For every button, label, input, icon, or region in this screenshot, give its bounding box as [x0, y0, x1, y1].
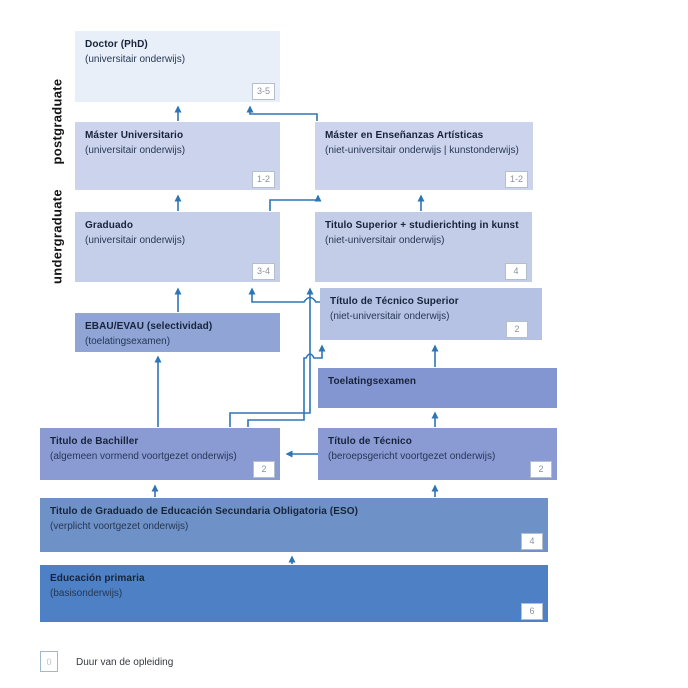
duration-badge: 1-2: [504, 171, 528, 188]
box-toelatingsexamen: Toelatingsexamen: [318, 368, 557, 408]
box-subtitle: (niet-universitair onderwijs): [325, 234, 445, 246]
arrow-bachiller-to-titulosup: [229, 287, 314, 427]
box-title: Doctor (PhD): [85, 39, 148, 50]
arrow-artisticas-to-doctor: [246, 105, 318, 121]
box-title: Toelatingsexamen: [328, 376, 417, 387]
arrow-graduado-to-artisticas: [269, 194, 322, 211]
duration-badge: 6: [521, 603, 543, 620]
box-subtitle: (universitair onderwijs): [85, 234, 186, 246]
arrow-tecnicosup-to-graduado: [248, 287, 320, 303]
duration-badge: 3-4: [251, 263, 275, 280]
box-title: Titulo de Graduado de Educación Secundar…: [50, 506, 359, 517]
box-subtitle: (toelatingsexamen): [85, 335, 171, 347]
legend-duration-label: Duur van de opleiding: [76, 657, 174, 668]
box-subtitle: (algemeen vormend voortgezet onderwijs): [50, 450, 237, 462]
box-title: Máster en Enseñanzas Artísticas: [325, 130, 484, 141]
duration-badge: 3-5: [251, 83, 275, 100]
box-ebau-evau: EBAU/EVAU (selectividad) (toelatingsexam…: [75, 313, 280, 352]
box-graduado: Graduado (universitair onderwijs) 3-4: [75, 212, 280, 282]
duration-badge: 4: [505, 263, 527, 280]
box-subtitle: (basisonderwijs): [50, 587, 123, 599]
box-title: Título de Técnico: [328, 436, 412, 447]
box-title: Titulo Superior + studierichting in kuns…: [325, 220, 519, 231]
box-master-universitario: Máster Universitario (universitair onder…: [75, 122, 280, 190]
box-educacion-primaria: Educación primaria (basisonderwijs) 6: [40, 565, 548, 622]
box-master-artisticas: Máster en Enseñanzas Artísticas (niet-un…: [315, 122, 533, 190]
box-subtitle: (universitair onderwijs): [85, 53, 186, 65]
box-eso: Titulo de Graduado de Educación Secundar…: [40, 498, 548, 552]
box-title: Educación primaria: [50, 573, 145, 584]
legend-duration-box: 0: [40, 651, 58, 672]
duration-badge: 2: [530, 461, 552, 478]
box-title: Máster Universitario: [85, 130, 184, 141]
box-tecnico: Título de Técnico (beroepsgericht voortg…: [318, 428, 557, 480]
duration-badge: 2: [506, 321, 528, 338]
box-subtitle: (universitair onderwijs): [85, 144, 186, 156]
box-doctor: Doctor (PhD) (universitair onderwijs) 3-…: [75, 31, 280, 102]
side-label-undergraduate: undergraduate: [49, 189, 65, 284]
duration-badge: 2: [253, 461, 275, 478]
arrow-bachiller-to-tecnicosup: [247, 344, 326, 427]
box-subtitle: (beroepsgericht voortgezet onderwijs): [328, 450, 496, 462]
box-tecnico-superior: Título de Técnico Superior (niet-univers…: [320, 288, 542, 340]
box-subtitle: (niet-universitair onderwijs): [330, 310, 450, 322]
box-title: Título de Técnico Superior: [330, 296, 459, 307]
box-subtitle: (verplicht voortgezet onderwijs): [50, 520, 189, 532]
box-title: Graduado: [85, 220, 134, 231]
box-bachiller: Titulo de Bachiller (algemeen vormend vo…: [40, 428, 280, 480]
side-label-postgraduate: postgraduate: [49, 78, 65, 165]
box-title: Titulo de Bachiller: [50, 436, 139, 447]
box-titulo-superior: Titulo Superior + studierichting in kuns…: [315, 212, 532, 282]
duration-badge: 4: [521, 533, 543, 550]
duration-badge: 1-2: [251, 171, 275, 188]
box-title: EBAU/EVAU (selectividad): [85, 321, 213, 332]
box-subtitle: (niet-universitair onderwijs | kunstonde…: [325, 144, 519, 156]
